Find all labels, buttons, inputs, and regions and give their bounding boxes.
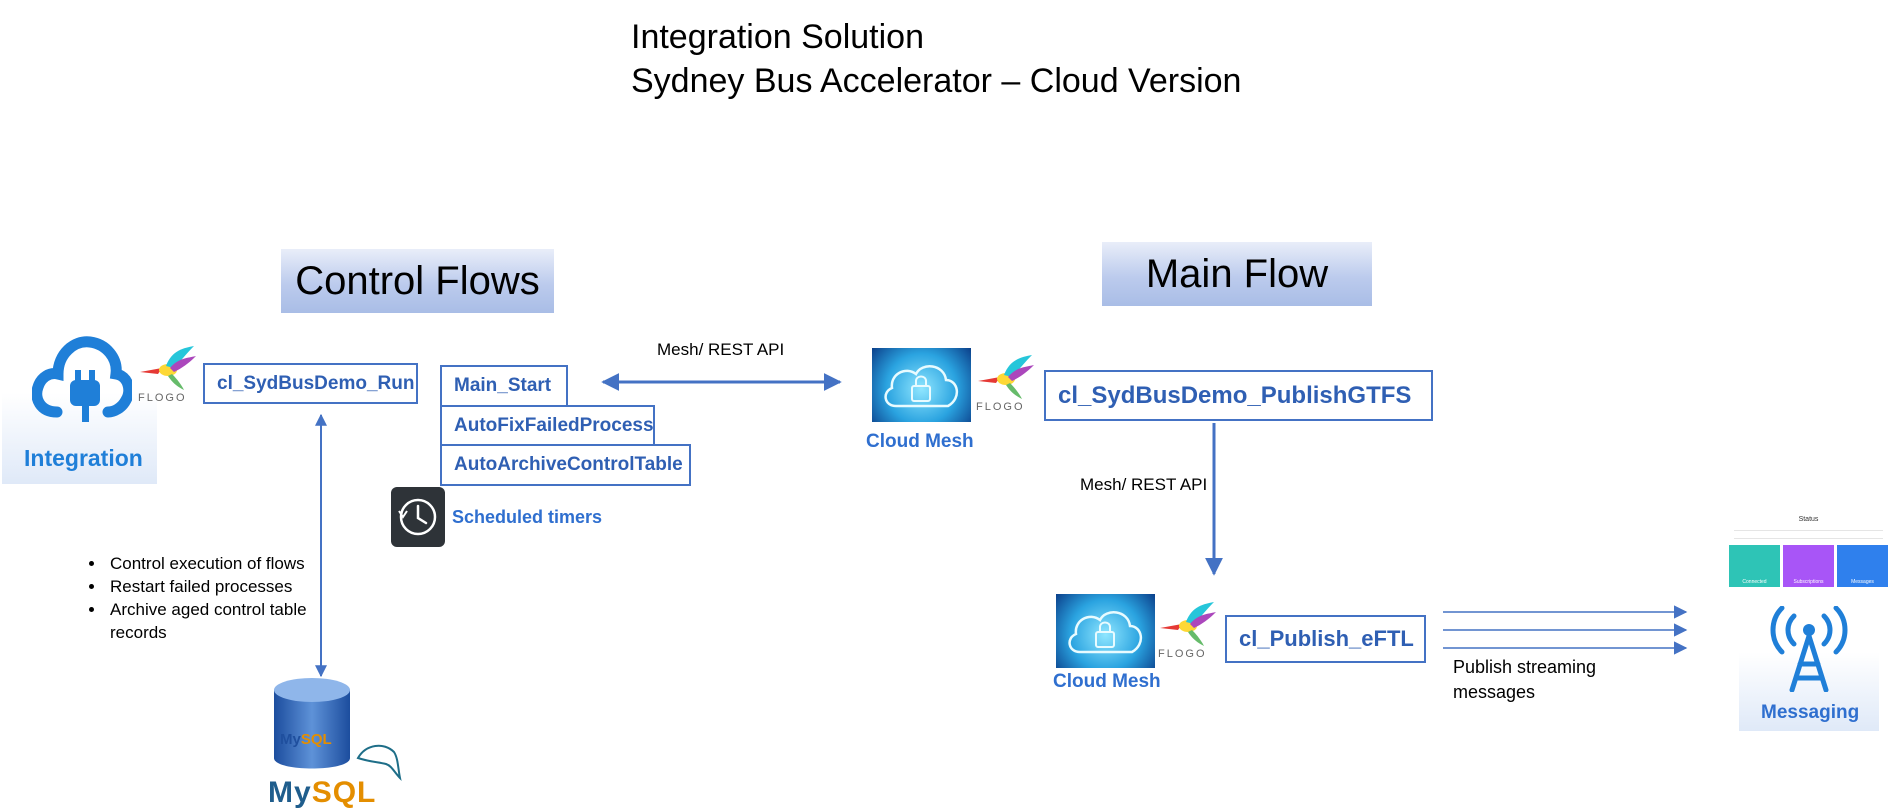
main-flow-header: Main Flow [1102,242,1372,306]
main-start-box[interactable]: Main_Start [440,365,568,407]
publish-gtfs-box[interactable]: cl_SydBusDemo_PublishGTFS [1044,370,1433,421]
mysql-cylinder-text: MySQL [280,731,332,748]
status-title: Status [1798,516,1819,523]
bullet-restart-failed: Restart failed processes [106,575,338,598]
hummingbird-icon [140,346,196,390]
publish-eftl-box[interactable]: cl_Publish_eFTL [1225,615,1426,663]
autofix-failed-process-box[interactable]: AutoFixFailedProcess [440,405,655,447]
status-tile-subscriptions: Subscriptions [1783,545,1834,587]
mysql-wordmark: MySQL [268,776,377,809]
scheduled-timers-label: Scheduled timers [452,507,603,527]
cloud-mesh-image [872,348,971,422]
flogo-wordmark: FLOGO [1158,648,1207,660]
integration-label: Integration [24,445,143,471]
cloud-lock-icon [1068,611,1142,654]
flogo-wordmark: FLOGO [976,401,1025,413]
dolphin-icon [356,744,402,782]
mesh-rest-api-label-1: Mesh/ REST API [657,340,785,359]
publish-streaming-label-1: Publish streaming [1453,657,1597,677]
flogo-wordmark: FLOGO [138,392,187,404]
autoarchive-control-table-box[interactable]: AutoArchiveControlTable [440,444,691,486]
status-tile-messages: Messages [1837,545,1888,587]
publish-streaming-label-2: messages [1453,682,1536,702]
cloud-mesh-image [1056,594,1155,668]
mesh-rest-api-label-2: Mesh/ REST API [1080,475,1208,494]
run-flow-box[interactable]: cl_SydBusDemo_Run [203,363,418,404]
messaging-icon-block: Messaging [1739,600,1879,731]
status-tile-connected: Connected [1729,545,1780,587]
flogo-logo: FLOGO [974,355,1038,419]
broadcast-tower-icon [1770,606,1848,692]
integration-icon-block: Integration [2,332,157,484]
page-title-line-2: Sydney Bus Accelerator – Cloud Version [631,62,1242,100]
control-flows-header: Control Flows [281,249,554,313]
messaging-label: Messaging [1761,702,1860,723]
mysql-logo: MySQL MySQL [262,676,422,812]
control-bullets: Control execution of flows Restart faile… [78,552,338,644]
cloud-mesh-label-1: Cloud Mesh [866,431,974,452]
cloud-mesh-label-2: Cloud Mesh [1053,671,1161,692]
hummingbird-icon [978,355,1034,399]
hummingbird-icon [1160,602,1216,646]
bullet-control-execution: Control execution of flows [106,552,338,575]
flogo-logo: FLOGO [136,346,200,410]
clock-icon [391,487,445,547]
cloud-lock-icon [884,365,958,408]
cloud-plug-icon [32,336,132,422]
flogo-logo: FLOGO [1156,602,1220,666]
page-title-line-1: Integration Solution [631,18,924,56]
database-cylinder-icon [274,678,350,769]
messaging-status-widget: Status Connected Subscriptions Messages [1728,510,1889,596]
